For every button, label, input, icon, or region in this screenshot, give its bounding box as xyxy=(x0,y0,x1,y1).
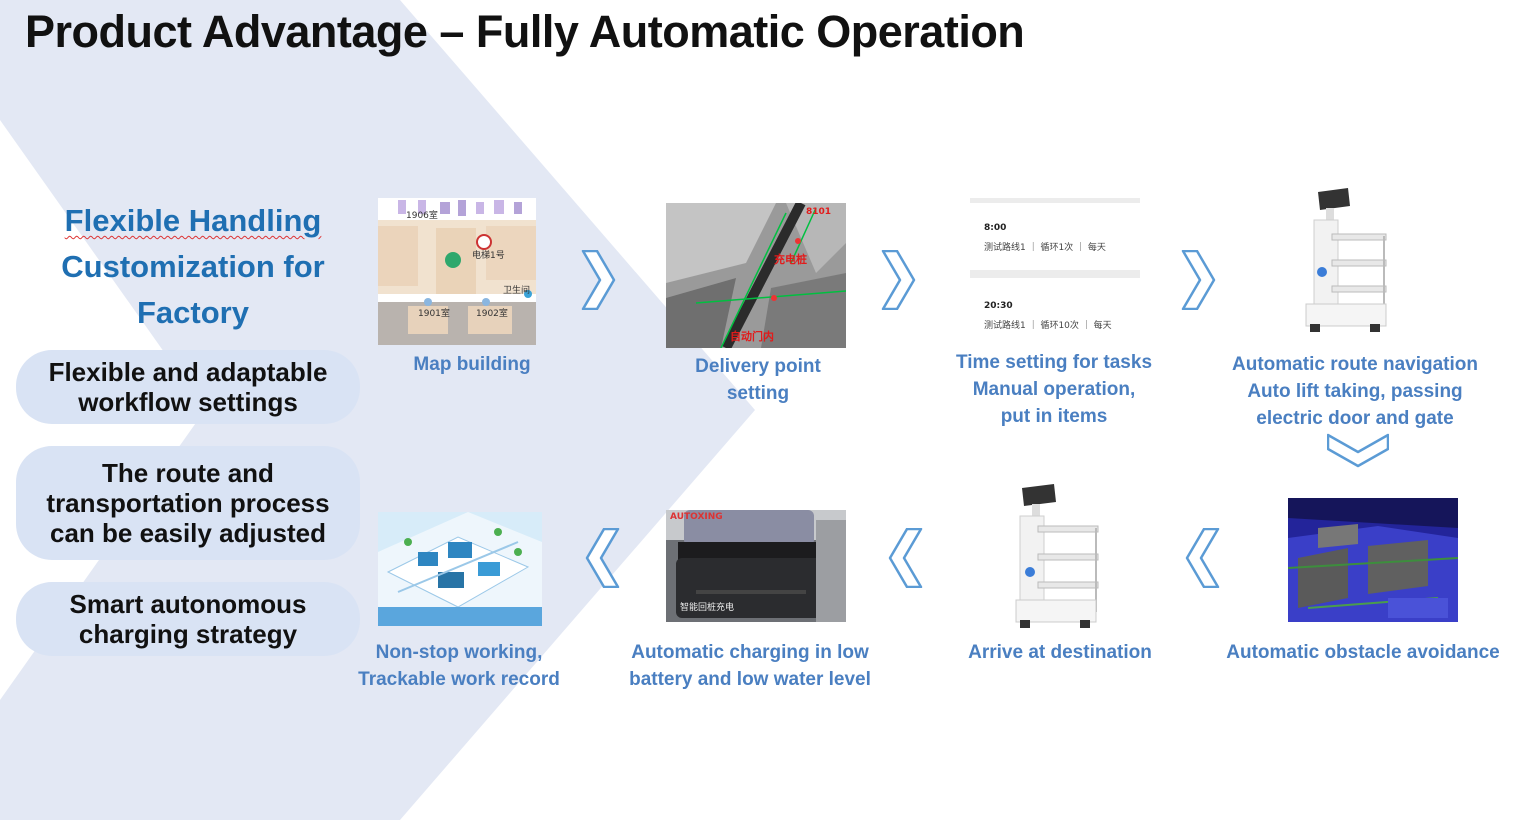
map-label: 电梯1号 xyxy=(472,251,505,261)
feature-text: Flexible and adaptable xyxy=(48,357,328,387)
map-label: 卫生间 xyxy=(503,286,531,296)
feature-pill-workflow: Flexible and adaptable workflow settings xyxy=(16,350,360,424)
robot-image xyxy=(1012,482,1106,632)
caption-arrive: Arrive at destination xyxy=(955,639,1165,666)
feature-text: The route and xyxy=(102,458,274,488)
caption-charging: Automatic charging in low battery and lo… xyxy=(616,639,884,693)
caption-text: Automatic route navigation xyxy=(1232,354,1478,375)
chevron-right-icon xyxy=(881,250,916,310)
delivery-label: 自动门内 xyxy=(730,330,774,343)
robot-image xyxy=(1292,186,1392,336)
caption-text: put in items xyxy=(1000,406,1108,427)
charging-subtitle: 智能回桩充电 xyxy=(680,603,735,613)
charging-brand: AUTOXING xyxy=(670,512,723,522)
headline-line-2: Customization for xyxy=(61,249,325,284)
obstacle-avoidance-image xyxy=(1288,498,1458,622)
feature-text: can be easily adjusted xyxy=(49,518,326,548)
chevron-right-icon xyxy=(1181,250,1216,310)
headline-line-1: Flexible Handling xyxy=(64,203,322,238)
schedule-time: 20:30 xyxy=(984,301,1013,311)
caption-text: Map building xyxy=(413,354,531,375)
caption-text: Manual operation, xyxy=(972,379,1136,400)
headline-line-3: Factory xyxy=(137,295,249,330)
schedule-time: 8:00 xyxy=(984,223,1007,233)
chevron-left-icon xyxy=(585,528,620,588)
page-title: Product Advantage – Fully Automatic Oper… xyxy=(25,6,1025,57)
schedule-detail: 测试路线1 ｜ 循环10次 ｜ 每天 xyxy=(984,321,1112,331)
feature-text: charging strategy xyxy=(78,619,298,649)
delivery-point-image: 8101 充电桩 自动门内 xyxy=(666,203,846,348)
feature-text: Smart autonomous xyxy=(69,589,307,619)
caption-text: Trackable work record xyxy=(358,669,560,690)
caption-text: electric door and gate xyxy=(1256,408,1454,429)
chevron-down-icon xyxy=(1327,433,1389,468)
caption-text: Automatic charging in low xyxy=(631,642,869,663)
caption-text: Delivery point xyxy=(695,356,821,377)
map-label: 1906室 xyxy=(406,211,438,221)
caption-text: Automatic obstacle avoidance xyxy=(1226,642,1500,663)
feature-pill-route: The route and transportation process can… xyxy=(16,446,360,560)
delivery-label: 8101 xyxy=(806,207,832,217)
chevron-left-icon xyxy=(888,528,923,588)
caption-time-setting: Time setting for tasks Manual operation,… xyxy=(946,349,1162,430)
headline: Flexible Handling Customization for Fact… xyxy=(20,198,366,336)
caption-text: battery and low water level xyxy=(629,669,871,690)
factory-illustration-image xyxy=(378,512,542,626)
chevron-right-icon xyxy=(581,250,616,310)
caption-text: setting xyxy=(726,383,790,404)
map-building-image: 1906室 电梯1号 1901室 1902室 卫生间 xyxy=(378,198,536,345)
caption-non-stop: Non-stop working, Trackable work record xyxy=(346,639,572,693)
caption-route-navigation: Automatic route navigation Auto lift tak… xyxy=(1222,351,1488,432)
delivery-label: 充电桩 xyxy=(774,253,807,266)
caption-text: Auto lift taking, passing xyxy=(1247,381,1463,402)
chevron-left-icon xyxy=(1185,528,1220,588)
schedule-image: 8:00 测试路线1 ｜ 循环1次 ｜ 每天 20:30 测试路线1 ｜ 循环1… xyxy=(970,198,1140,336)
caption-obstacle-avoidance: Automatic obstacle avoidance xyxy=(1222,639,1504,666)
caption-text: Time setting for tasks xyxy=(955,352,1153,373)
schedule-detail: 测试路线1 ｜ 循环1次 ｜ 每天 xyxy=(984,243,1106,253)
feature-pill-charging: Smart autonomous charging strategy xyxy=(16,582,360,656)
map-label: 1901室 xyxy=(418,309,450,319)
caption-map-building: Map building xyxy=(378,351,566,378)
feature-text: transportation process xyxy=(46,488,330,518)
caption-text: Non-stop working, xyxy=(375,642,543,663)
caption-text: Arrive at destination xyxy=(968,642,1152,663)
caption-delivery-point: Delivery point setting xyxy=(664,353,852,407)
feature-text: workflow settings xyxy=(78,387,298,417)
charging-image: AUTOXING 智能回桩充电 xyxy=(666,510,846,622)
map-label: 1902室 xyxy=(476,309,508,319)
